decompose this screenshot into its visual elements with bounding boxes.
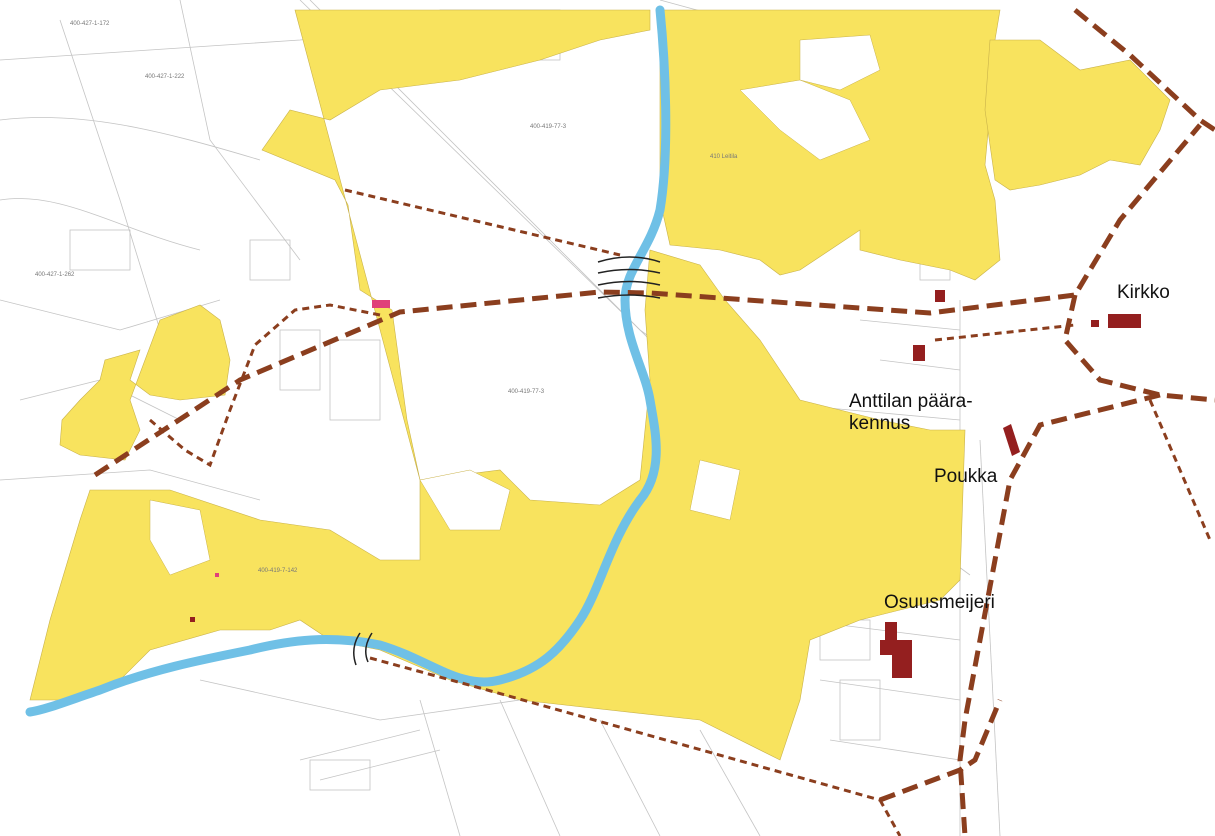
parcel-label: 400-419-77-3: [508, 389, 545, 395]
building-icon: [1003, 424, 1020, 456]
trails: [93, 8, 1215, 836]
trail-south-branch: [878, 799, 902, 836]
trail-southeast: [879, 699, 1003, 803]
building-icon: [880, 622, 912, 678]
trail-far-east: [1148, 399, 1212, 541]
parcel-label: 400-427-1-172: [70, 21, 110, 27]
trail-east-south: [957, 392, 1161, 836]
bridge-symbol-icon: [353, 632, 373, 666]
building-icon: [1108, 314, 1141, 328]
parcel-label: 400-419-7-142: [258, 568, 298, 574]
trail-east-north: [1073, 8, 1215, 133]
parcel-labels: 400-427-1-172 400-427-1-222 400-419-77-3…: [35, 21, 738, 574]
trail-west-loop: [149, 303, 381, 468]
trail-main: [93, 123, 1202, 478]
trail-north-dotted: [344, 188, 621, 257]
parcel-areas: [29, 9, 1171, 761]
trail-east-loop: [1062, 294, 1215, 403]
place-label-osuusmeijeri: Osuusmeijeri: [884, 592, 995, 613]
building-icon: [1091, 320, 1099, 327]
trail-east-dotted: [934, 323, 1076, 342]
river[interactable]: [25, 5, 671, 717]
marker-pink: [215, 573, 219, 577]
place-label-poukka: Poukka: [934, 466, 998, 487]
place-label-anttila: Anttilan päära- kennus: [849, 391, 973, 434]
trail-south-dotted: [369, 656, 881, 802]
parcel-label: 410 Leitila: [710, 154, 738, 160]
place-label-kirkko: Kirkko: [1117, 282, 1170, 303]
parcel-label: 400-427-1-262: [35, 272, 75, 278]
parcel-label: 400-427-1-222: [145, 74, 185, 80]
building-icon: [913, 345, 925, 361]
parcel-main[interactable]: [29, 9, 966, 761]
bridge-symbol-icon: [597, 256, 661, 299]
parcel-label: 400-419-77-3: [530, 124, 567, 130]
parcel-northeast[interactable]: [984, 39, 1171, 191]
buildings: [190, 290, 1141, 678]
building-icon: [935, 290, 945, 302]
parcel-west[interactable]: [59, 304, 231, 461]
marker-pink: [372, 300, 390, 308]
parcel-holes: [149, 34, 881, 576]
building-icon: [190, 617, 195, 622]
